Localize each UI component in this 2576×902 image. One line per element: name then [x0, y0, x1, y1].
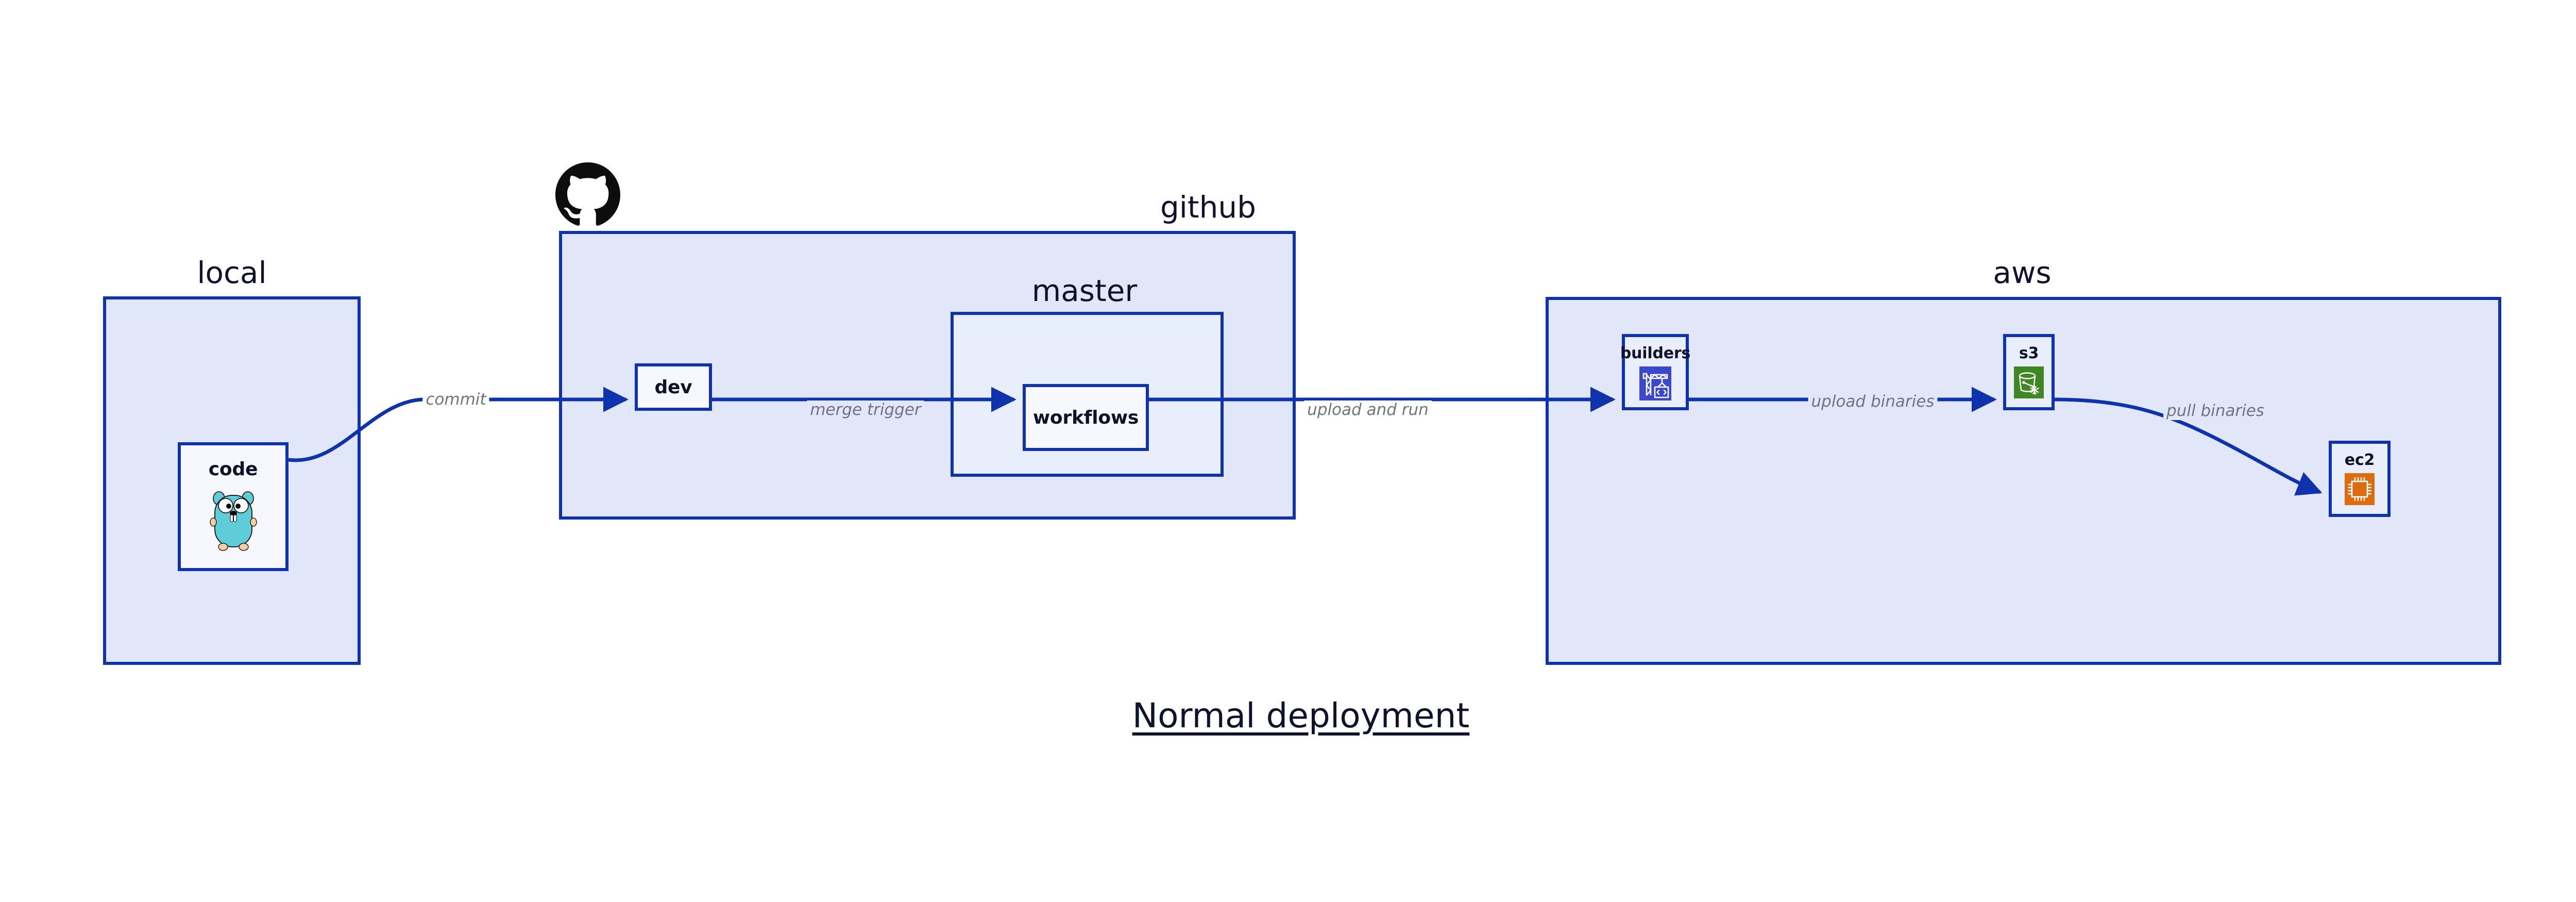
node-s3[interactable]: s3 — [2003, 334, 2055, 410]
node-dev[interactable]: dev — [635, 363, 712, 411]
group-github-label: github — [1160, 190, 1257, 225]
node-s3-label: s3 — [2019, 344, 2039, 362]
edge-label-pull-binaries: pull binaries — [2163, 402, 2267, 420]
edge-label-upload-and-run: upload and run — [1304, 400, 1432, 419]
node-code-label: code — [208, 459, 258, 480]
diagram-title: Normal deployment — [1132, 696, 1470, 736]
aws-s3-glacier-icon — [2014, 366, 2044, 400]
aws-ec2-icon — [2345, 473, 2375, 507]
group-master-label: master — [1031, 273, 1138, 308]
github-octocat-icon — [555, 162, 620, 227]
edge-label-commit: commit — [422, 390, 489, 409]
edge-label-upload-binaries: upload binaries — [1808, 392, 1938, 411]
node-dev-label: dev — [654, 376, 692, 398]
node-builders[interactable]: builders — [1620, 334, 1691, 410]
edge-label-merge-trigger: merge trigger — [807, 400, 924, 419]
group-aws-label: aws — [1993, 255, 2052, 290]
go-gopher-icon — [209, 490, 258, 553]
node-ec2[interactable]: ec2 — [2329, 441, 2391, 517]
node-ec2-label: ec2 — [2344, 451, 2375, 469]
node-code[interactable]: code — [178, 442, 289, 571]
group-local-label: local — [197, 255, 267, 290]
node-workflows-label: workflows — [1032, 407, 1139, 428]
aws-codebuild-icon — [1639, 366, 1671, 403]
node-builders-label: builders — [1620, 344, 1691, 362]
node-workflows[interactable]: workflows — [1023, 384, 1149, 451]
